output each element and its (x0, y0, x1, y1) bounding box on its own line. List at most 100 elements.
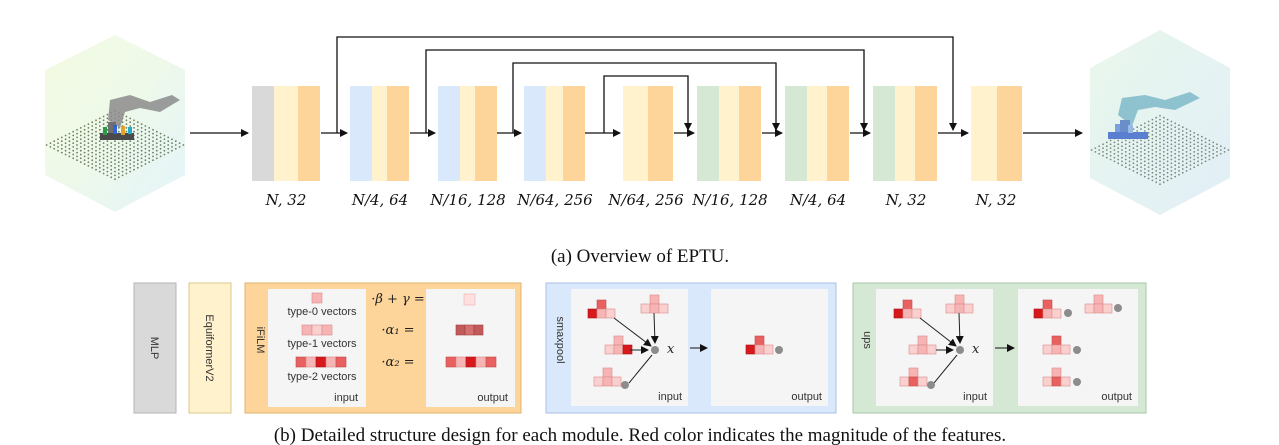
point-cloud-dot (1159, 141, 1161, 144)
point-cloud-dot (1159, 164, 1161, 167)
point-cloud-dot (163, 153, 166, 156)
point-cloud-dot (1193, 147, 1196, 150)
type1-label: type-1 vectors (287, 338, 357, 350)
point-cloud-dot (98, 144, 101, 146)
point-cloud-dot (87, 161, 90, 164)
point-cloud-dot (152, 147, 154, 150)
point-cloud-dot (1189, 130, 1192, 132)
point-cloud-dot (53, 147, 56, 150)
point-cloud-dot (121, 166, 124, 169)
point-cloud-dot (1174, 152, 1177, 155)
point-cloud-dot (1159, 160, 1161, 163)
point-cloud-dot (1140, 170, 1142, 172)
point-cloud-dot (102, 146, 105, 148)
point-cloud-dot (91, 155, 94, 158)
point-cloud-dot (1140, 166, 1142, 169)
point-cloud-dot (174, 147, 177, 150)
op-beta: ·β + γ = (371, 292, 425, 307)
point-cloud-dot (87, 149, 90, 152)
point-cloud-dot (110, 165, 113, 167)
point-cloud-dot (125, 146, 128, 148)
input-point-cloud (45, 35, 185, 212)
point-cloud-dot (121, 151, 124, 154)
point-cloud-dot (110, 172, 113, 175)
point-cloud-dot (114, 159, 116, 162)
point-cloud-dot (125, 149, 128, 152)
ups-edges (919, 312, 964, 384)
maxpool-module: smaxpool x (545, 282, 837, 414)
point-cloud-dot (133, 165, 135, 167)
point-cloud-dot (1136, 152, 1139, 155)
point-cloud-dot (1162, 173, 1165, 176)
point-cloud-dot (144, 136, 147, 139)
maxpool-output-label: output (791, 391, 822, 403)
point-cloud-dot (1197, 160, 1199, 163)
point-cloud-dot (95, 130, 97, 133)
point-cloud-dot (159, 144, 162, 146)
point-cloud-dot (1102, 147, 1104, 150)
point-cloud-dot (102, 142, 105, 145)
point-cloud-dot (159, 155, 162, 158)
point-cloud-dot (83, 155, 86, 158)
point-cloud-dot (1174, 168, 1177, 170)
point-cloud-dot (1132, 158, 1135, 161)
point-cloud-dot (133, 142, 135, 145)
point-cloud-dot (1189, 160, 1192, 163)
point-cloud-dot (91, 163, 94, 165)
point-cloud-dot (1132, 151, 1135, 153)
point-cloud-dot (95, 149, 97, 152)
point-cloud-dot (136, 125, 139, 127)
point-cloud-dot (68, 144, 71, 146)
point-cloud-dot (1159, 179, 1161, 182)
block-8 (873, 86, 937, 181)
point-cloud-dot (136, 147, 139, 150)
point-cloud-dot (1147, 166, 1150, 169)
point-cloud-dot (125, 172, 128, 175)
point-cloud-dot (114, 144, 116, 146)
point-cloud-dot (136, 128, 139, 131)
point-cloud-dot (1155, 132, 1158, 134)
point-cloud-dot (60, 136, 63, 139)
point-cloud-dot (117, 157, 120, 160)
point-cloud-dot (1223, 147, 1226, 150)
point-cloud-dot (1170, 166, 1173, 169)
point-cloud-dot (1105, 149, 1108, 151)
point-cloud-dot (1155, 177, 1158, 180)
point-cloud-dot (1178, 151, 1180, 153)
point-cloud-dot (106, 166, 109, 169)
point-cloud-dot (1155, 154, 1158, 157)
point-cloud-dot (1147, 158, 1150, 161)
point-cloud-dot (125, 153, 128, 156)
point-cloud-dot (121, 155, 124, 158)
point-cloud-dot (121, 170, 124, 173)
point-cloud-dot (1136, 164, 1139, 167)
point-cloud-dot (1197, 133, 1199, 136)
point-cloud-dot (148, 127, 151, 129)
ups-output-node-1 (1064, 309, 1072, 317)
maxpool-input-features (587, 294, 669, 387)
point-cloud-dot (117, 149, 120, 152)
point-cloud-dot (1197, 141, 1199, 144)
point-cloud-dot (72, 157, 75, 160)
point-cloud-dot (1151, 156, 1154, 159)
point-cloud-dot (95, 138, 97, 141)
point-cloud-dot (129, 121, 132, 124)
point-cloud-dot (95, 142, 97, 145)
point-cloud-dot (1117, 154, 1120, 157)
point-cloud-dot (83, 132, 86, 135)
point-cloud-dot (148, 153, 151, 156)
point-cloud-dot (1208, 154, 1211, 157)
point-cloud-dot (76, 155, 78, 158)
point-cloud-dot (1193, 158, 1196, 161)
point-cloud-dot (68, 147, 71, 150)
point-cloud-dot (1121, 149, 1123, 151)
point-cloud-dot (1174, 126, 1177, 129)
point-cloud-dot (64, 138, 67, 141)
point-cloud-dot (1193, 143, 1196, 146)
point-cloud-dot (1121, 141, 1123, 144)
point-cloud-dot (87, 138, 90, 141)
block-2-caption: N/4, 64 (351, 191, 408, 209)
point-cloud-dot (1170, 177, 1173, 180)
point-cloud-dot (1193, 166, 1196, 169)
point-cloud-dot (1140, 158, 1142, 161)
